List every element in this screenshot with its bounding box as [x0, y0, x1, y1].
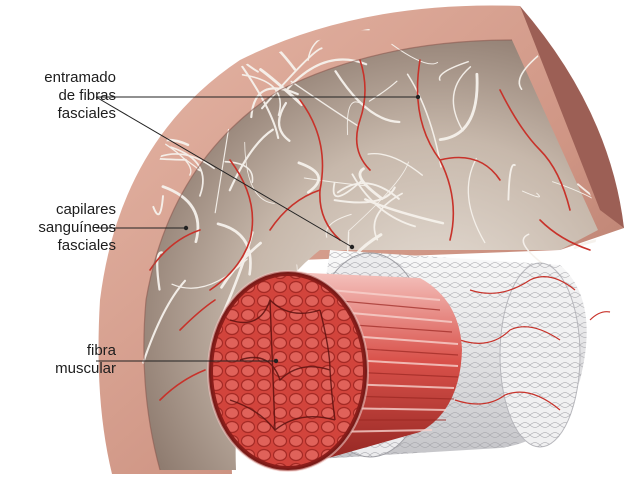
fascial-fiber	[507, 163, 516, 201]
fascial-fiber	[438, 72, 479, 142]
fascial-fiber	[241, 74, 281, 116]
label-fascial-capillaries-line-1: capilares	[55, 201, 116, 218]
leader-line-fascial-network-2	[95, 96, 353, 248]
label-fascial-network-line-1: entramado	[44, 69, 116, 86]
fascial-fiber	[521, 190, 540, 198]
fascial-fiber	[214, 128, 230, 214]
fascial-fiber	[467, 157, 486, 244]
fascial-fiber	[351, 173, 416, 228]
fascial-fiber	[452, 66, 472, 132]
label-muscle-fiber: fibra muscular	[0, 342, 116, 378]
fascial-fiber	[228, 128, 274, 192]
fascial-fiber	[358, 167, 384, 201]
fascial-fiber	[152, 195, 164, 216]
fascial-fiber	[183, 157, 201, 172]
fascial-fiber	[438, 60, 469, 81]
fascial-fiber	[156, 251, 163, 291]
label-fascial-network-line-3: fasciales	[57, 105, 116, 122]
fascial-fiber	[244, 141, 275, 204]
fascial-fiber	[290, 80, 360, 127]
leader-lines	[95, 96, 418, 362]
label-fascial-capillaries-line-2: sanguíneos	[38, 219, 116, 236]
fascial-fiber	[285, 58, 368, 92]
fascial-fiber	[259, 68, 304, 106]
label-fascial-network: entramado de fibras fasciales	[0, 69, 116, 123]
label-fascial-network-line-2: de fibras	[58, 87, 116, 104]
fascial-fiber	[367, 152, 423, 176]
fascial-fiber	[155, 9, 226, 52]
fascial-fiber	[220, 241, 262, 289]
label-muscle-fiber-line-1: fibra	[86, 342, 116, 359]
fascial-fiber	[216, 222, 252, 276]
fascial-fiber	[161, 185, 200, 244]
fascial-fiber	[333, 186, 396, 204]
label-muscle-fiber-line-2: muscular	[55, 360, 116, 377]
fascial-fiber	[161, 61, 196, 89]
fascial-fiber	[346, 101, 364, 136]
fascial-fiber	[278, 101, 291, 142]
fascial-fiber	[368, 80, 398, 102]
fascial-fiber	[336, 182, 400, 200]
fascial-fiber	[332, 179, 363, 198]
fascial-fiber	[297, 161, 320, 194]
fascial-fiber	[334, 70, 401, 124]
leader-dots	[183, 94, 421, 364]
label-fascial-capillaries-line-3: fasciales	[57, 237, 116, 254]
fascial-fiber	[364, 198, 445, 225]
fascial-fiber	[552, 181, 601, 230]
label-fascial-capillaries: capilares sanguíneos fasciales	[0, 201, 116, 255]
fascial-fiber	[348, 161, 409, 232]
fascial-fiber	[325, 213, 352, 238]
fascial-fiber	[406, 73, 442, 168]
fascial-fiber	[391, 43, 439, 65]
muscle-bundle	[207, 270, 462, 472]
fascial-fiber	[142, 279, 187, 364]
